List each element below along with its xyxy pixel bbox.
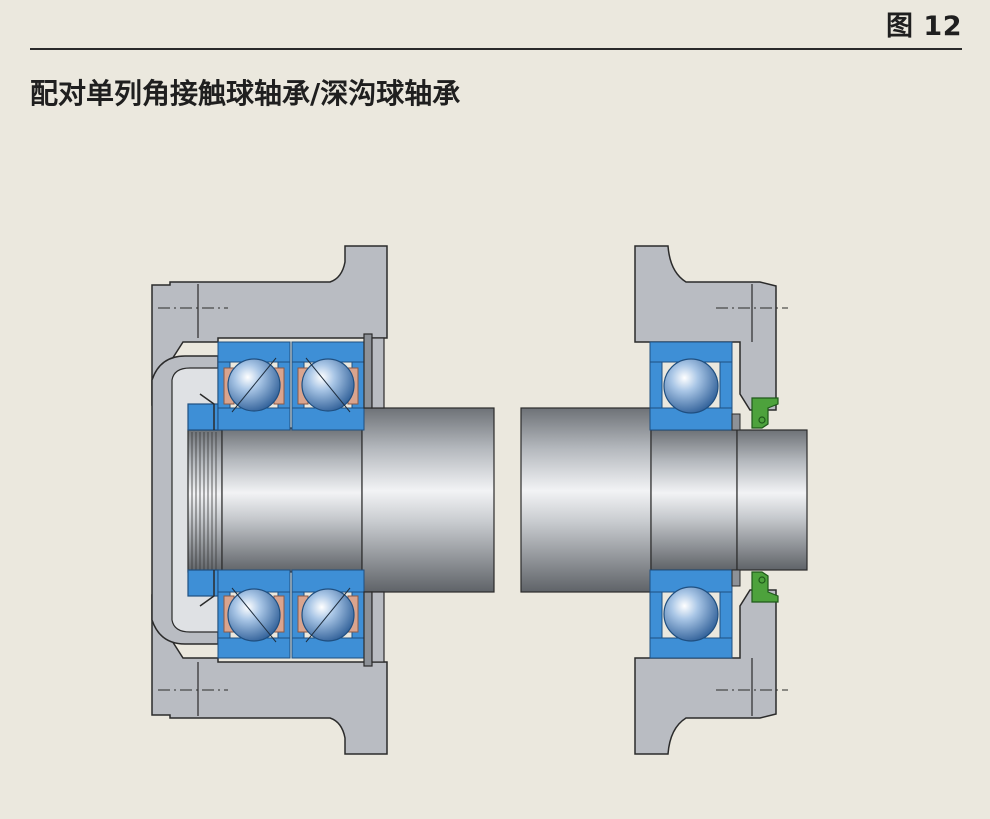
left-cover-plate <box>363 333 385 667</box>
right-spacer <box>731 413 741 587</box>
deep-groove-bearing-top <box>649 341 733 431</box>
left-bolt-centerlines <box>158 307 228 691</box>
right-bolt-centerlines <box>716 307 788 691</box>
angular-contact-bearing-pair-bottom <box>217 569 365 659</box>
deep-groove-bearing-bottom <box>649 569 733 659</box>
radial-shaft-seal-bottom <box>751 571 779 603</box>
right-housing <box>634 245 777 755</box>
page-title: 配对单列角接触球轴承/深沟球轴承 <box>30 77 461 110</box>
lock-washer <box>199 393 215 607</box>
shaft-thread <box>191 432 217 570</box>
shaft <box>187 407 808 593</box>
angular-contact-bearing-pair-top <box>217 341 365 431</box>
radial-shaft-seal-top <box>751 397 779 429</box>
figure-label: 图 12 <box>886 11 962 42</box>
lock-nut <box>187 403 219 597</box>
header-rule <box>30 48 962 50</box>
